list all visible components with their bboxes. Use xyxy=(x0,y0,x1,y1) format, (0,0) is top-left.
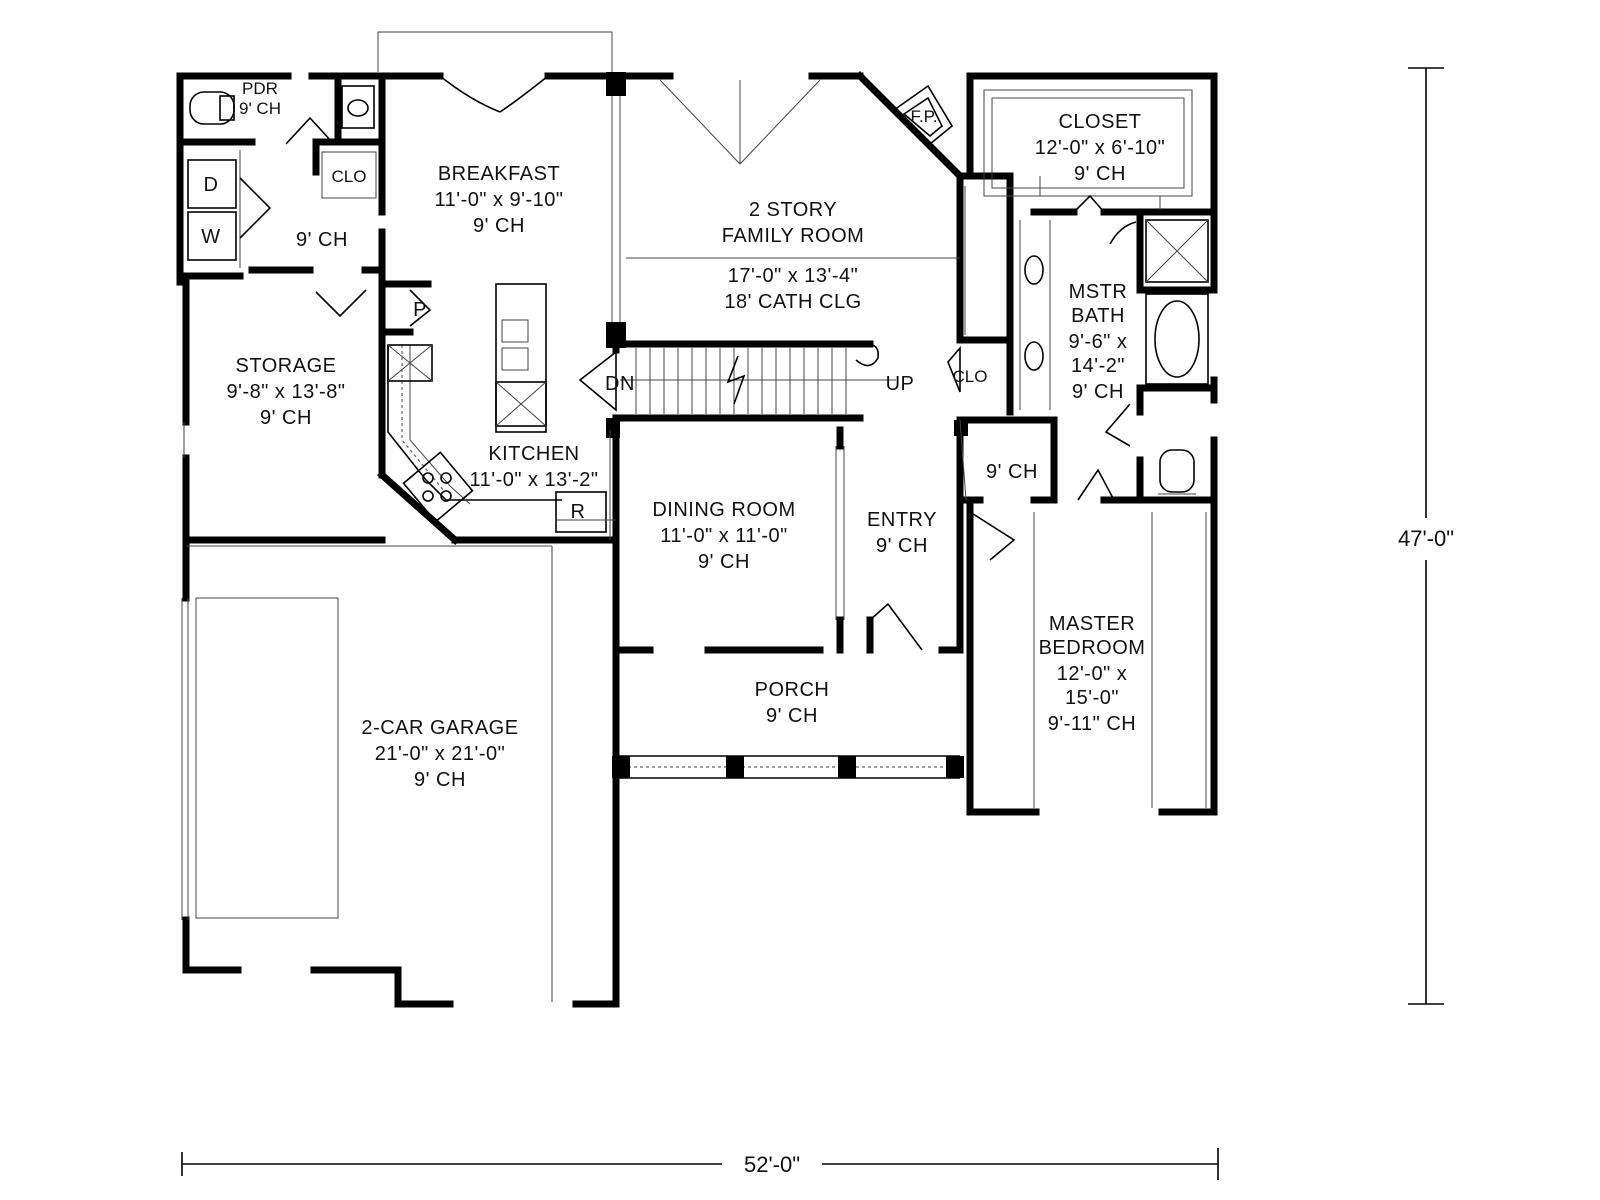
porch-name: PORCH xyxy=(755,679,830,701)
closet-size: 12'-0" x 6'-10" xyxy=(1035,137,1166,159)
pantry-label: P xyxy=(413,299,427,321)
clo-mid-label: CLO xyxy=(953,367,988,386)
mstr-bath-name-1: MSTR xyxy=(1069,281,1128,303)
closet-ceiling: 9' CH xyxy=(1074,163,1126,185)
breakfast-name: BREAKFAST xyxy=(438,163,560,185)
master-bedroom-size-2: 15'-0" xyxy=(1065,687,1119,709)
breakfast-size: 11'-0" x 9'-10" xyxy=(434,189,563,211)
stair-up-label: UP xyxy=(886,373,915,395)
clo-upper-label: CLO xyxy=(332,167,367,186)
exterior-walls xyxy=(176,71,1218,1008)
porch-ceiling: 9' CH xyxy=(766,705,818,727)
master-bedroom-ceiling: 9'-11" CH xyxy=(1048,713,1136,735)
pdr-label: PDR xyxy=(242,79,278,98)
depth-dimension: 47'-0" xyxy=(1398,67,1454,1005)
rear-bump-outline xyxy=(377,31,613,72)
mstr-bath-size-2: 14'-2" xyxy=(1071,355,1125,377)
garage-name: 2-CAR GARAGE xyxy=(361,717,518,739)
kitchen-name: KITCHEN xyxy=(488,443,579,465)
garage-size: 21'-0" x 21'-0" xyxy=(375,743,506,765)
washer-label: W xyxy=(201,226,220,248)
interior-walls xyxy=(176,72,1218,654)
breakfast-ceiling: 9' CH xyxy=(473,215,525,237)
entry-ceiling: 9' CH xyxy=(876,535,928,557)
mstr-bath-name-2: BATH xyxy=(1071,305,1125,327)
room-labels: PDR 9' CH D W CLO 9' CH BREAKFAST 11'-0"… xyxy=(201,79,1166,791)
porch-columns xyxy=(612,756,964,778)
family-name-2: FAMILY ROOM xyxy=(722,225,865,247)
width-dimension-label: 52'-0" xyxy=(744,1152,800,1177)
hall2-ceiling-label: 9' CH xyxy=(986,461,1038,483)
dining-ceiling: 9' CH xyxy=(698,551,750,573)
master-bedroom-name-2: BEDROOM xyxy=(1039,637,1146,659)
pdr-ceiling: 9' CH xyxy=(239,99,281,118)
stair-down-label: DN xyxy=(605,373,635,395)
mstr-bath-size-1: 9'-6" x xyxy=(1069,331,1128,353)
fireplace-icon xyxy=(892,84,954,146)
staircase xyxy=(578,343,896,414)
family-size: 17'-0" x 13'-4" xyxy=(728,265,859,287)
storage-size: 9'-8" x 13'-8" xyxy=(227,381,346,403)
width-dimension: 52'-0" xyxy=(181,1148,1219,1180)
garage-ceiling: 9' CH xyxy=(414,769,466,791)
entry-name: ENTRY xyxy=(867,509,937,531)
hall-ceiling-label: 9' CH xyxy=(296,229,348,251)
mstr-bath-ceiling: 9' CH xyxy=(1072,381,1124,403)
family-ceiling: 18' CATH CLG xyxy=(724,291,861,313)
master-bedroom-name-1: MASTER xyxy=(1049,613,1135,635)
dining-size: 11'-0" x 11'-0" xyxy=(660,525,788,547)
storage-ceiling: 9' CH xyxy=(260,407,312,429)
refrigerator-label: R xyxy=(571,501,586,523)
dryer-label: D xyxy=(204,174,219,196)
closet-name: CLOSET xyxy=(1058,111,1141,133)
dining-name: DINING ROOM xyxy=(652,499,795,521)
detail-lines xyxy=(181,75,1209,1002)
family-name-1: 2 STORY xyxy=(749,199,837,221)
depth-dimension-label: 47'-0" xyxy=(1398,526,1454,551)
kitchen-size: 11'-0" x 13'-2" xyxy=(469,469,598,491)
storage-name: STORAGE xyxy=(236,355,337,377)
master-bedroom-size-1: 12'-0" x xyxy=(1057,663,1128,685)
fireplace-label: F.P. xyxy=(910,107,937,126)
door-swings xyxy=(239,116,1137,651)
